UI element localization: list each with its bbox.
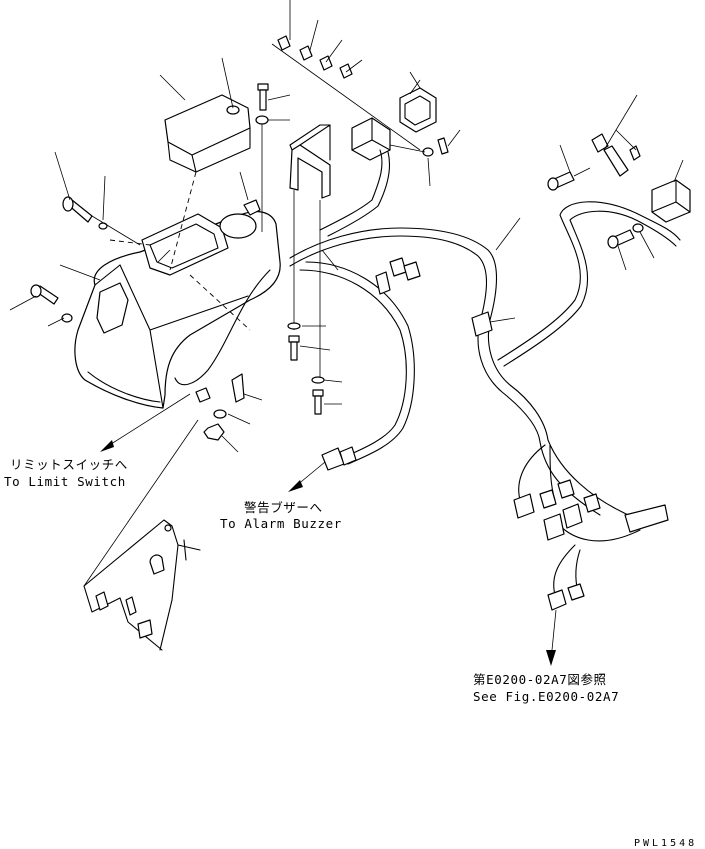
- drawing-code: PWL1548: [634, 838, 697, 849]
- limit-switch-label-ja: リミットスイッチへ: [10, 457, 128, 472]
- see-fig-label-ja: 第E0200-02A7図参照: [473, 672, 607, 687]
- assembly-guide-line: [169, 171, 197, 271]
- screw-upper: [243, 83, 269, 232]
- bolt-lower-left: [30, 284, 73, 323]
- limit-switch-label-en: To Limit Switch: [4, 474, 126, 489]
- console-housing: [74, 211, 281, 409]
- washer-bracket: [287, 322, 325, 415]
- limit-switch-inset: [83, 419, 201, 651]
- cover-plate: [164, 94, 251, 173]
- assembly-guide-line: [109, 239, 151, 246]
- assembly-guide-line: [189, 274, 251, 331]
- bolt-right: [547, 167, 644, 249]
- relay-unit: [351, 87, 449, 161]
- wire-harness: [174, 149, 681, 596]
- alarm-buzzer-label-ja: 警告ブザーへ: [244, 500, 323, 515]
- leader-lines: [9, 0, 684, 453]
- callout-arrows: [100, 393, 557, 666]
- bolt-left: [62, 196, 141, 246]
- clip-group: [271, 35, 421, 151]
- stay-clamp: [195, 373, 245, 441]
- connector-group: [321, 257, 601, 611]
- monitor-panel: [141, 213, 257, 276]
- see-fig-label-en: See Fig.E0200-02A7: [473, 689, 619, 704]
- horn-relay: [591, 133, 691, 223]
- alarm-buzzer-label-en: To Alarm Buzzer: [220, 516, 342, 531]
